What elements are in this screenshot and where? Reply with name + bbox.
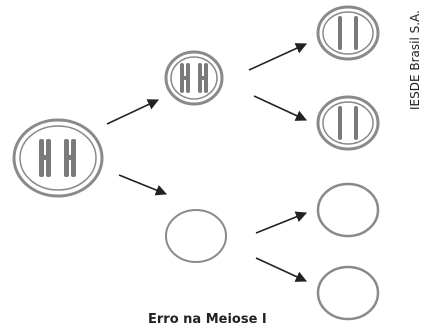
parent-cell bbox=[12, 118, 104, 198]
arrow bbox=[253, 95, 308, 121]
arrow bbox=[248, 43, 308, 71]
daughter-cell-empty bbox=[165, 209, 227, 263]
duplicated-chromosome bbox=[198, 63, 208, 93]
chromosome bbox=[338, 16, 342, 50]
duplicated-chromosome bbox=[39, 139, 51, 177]
arrow bbox=[255, 257, 308, 282]
arrow bbox=[255, 211, 308, 234]
duplicated-chromosome bbox=[64, 139, 76, 177]
figure-caption: Erro na Meiose I bbox=[148, 312, 267, 327]
gamete-with-chromosomes bbox=[316, 95, 380, 151]
chromosome bbox=[338, 106, 342, 140]
gamete-with-chromosomes bbox=[316, 5, 380, 61]
chromosome bbox=[354, 106, 358, 140]
gamete-empty bbox=[316, 265, 380, 321]
arrow bbox=[106, 99, 160, 125]
gamete-empty bbox=[316, 182, 380, 238]
image-credit: IESDE Brasil S.A. bbox=[408, 10, 422, 110]
chromosome bbox=[354, 16, 358, 50]
arrow bbox=[118, 174, 168, 196]
duplicated-chromosome bbox=[180, 63, 190, 93]
daughter-cell-with-chromosomes bbox=[164, 50, 224, 106]
